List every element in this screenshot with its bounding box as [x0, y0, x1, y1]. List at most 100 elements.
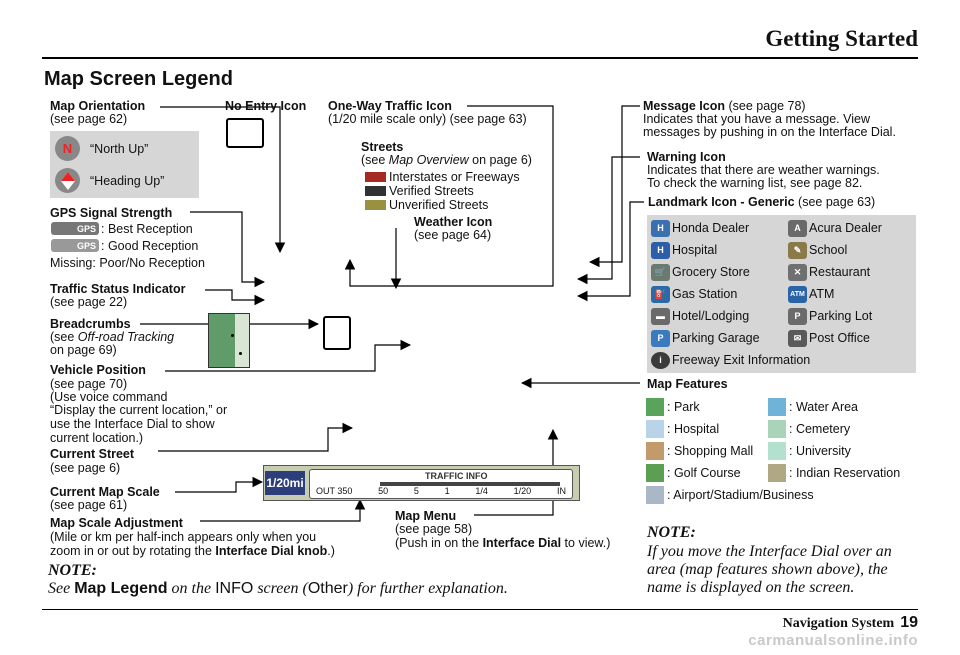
oneway-ref: (1/20 mile scale only) (see page 63) — [328, 112, 527, 126]
weather-ref: (see page 64) — [414, 228, 492, 242]
street-type-item: Interstates or Freeways — [365, 170, 520, 184]
header-title: Getting Started — [765, 26, 918, 51]
landmark-item: ▬Hotel/Lodging — [651, 305, 810, 327]
feature-row: : Hospital : Cemetery — [646, 419, 926, 441]
landmark-title: Landmark Icon - Generic (see page 63) — [648, 195, 876, 209]
feature-swatch — [646, 398, 664, 416]
no-entry-icon — [226, 118, 264, 148]
feature-item: : Cemetery — [768, 419, 850, 439]
street-ref: (see page 6) — [50, 461, 121, 475]
menu-title: Map Menu — [395, 509, 457, 523]
warning-title: Warning Icon — [647, 150, 726, 164]
heading-up-label: “Heading Up” — [90, 174, 165, 188]
landmark-item: ✕Restaurant — [788, 261, 882, 283]
street-swatch — [365, 172, 386, 182]
breadcrumbs-page: on page 69) — [50, 343, 117, 357]
traffic-info-label: TRAFFIC INFO — [425, 471, 488, 481]
landmark-item: ✉Post Office — [788, 327, 882, 349]
hospital-icon: H — [651, 241, 670, 259]
parking-garage-icon: P — [651, 329, 670, 347]
feature-swatch — [646, 486, 664, 504]
heading-up-icon — [55, 168, 80, 193]
feature-swatch — [646, 464, 664, 482]
feature-item: : Golf Course — [646, 463, 768, 483]
feature-item: : Park — [646, 397, 768, 417]
warning-line-1: Indicates that there are weather warning… — [647, 163, 880, 177]
street-swatch — [365, 186, 386, 196]
message-title: Message Icon (see page 78) — [643, 99, 806, 113]
orientation-ref: (see page 62) — [50, 112, 128, 126]
traffic-title: Traffic Status Indicator — [50, 282, 186, 296]
feature-row: : Shopping Mall : University — [646, 441, 926, 463]
current-scale-badge: 1/20mi — [265, 471, 305, 495]
vehicle-title: Vehicle Position — [50, 363, 146, 377]
noentry-title: No Entry Icon — [225, 99, 307, 113]
watermark: carmanualsonline.info — [748, 632, 918, 649]
right-note-line-1: If you move the Interface Dial over an — [647, 543, 892, 560]
header-rule — [42, 57, 918, 59]
features-grid: : Park : Water Area : Hospital : Cemeter… — [646, 397, 926, 507]
landmark-item: 🛒Grocery Store — [651, 261, 810, 283]
orientation-box: N “North Up” “Heading Up” — [50, 131, 199, 198]
scale-ref: (see page 61) — [50, 498, 128, 512]
street-title: Current Street — [50, 447, 135, 461]
scale-track — [380, 482, 560, 486]
weather-title: Weather Icon — [414, 215, 493, 229]
adjust-line-2: zoom in or out by rotating the Interface… — [50, 544, 335, 558]
atm-icon: ATM — [788, 285, 807, 303]
gas-station-icon: ⛽ — [651, 285, 670, 303]
street-swatch — [365, 200, 386, 210]
feature-row: : Airport/Stadium/Business — [646, 485, 926, 507]
north-up-label: “North Up” — [90, 142, 149, 156]
street-type-item: Verified Streets — [365, 184, 520, 198]
adjust-title: Map Scale Adjustment — [50, 516, 183, 530]
feature-item: : Hospital — [646, 419, 768, 439]
menu-line-2: (Push in on the Interface Dial to view.) — [395, 536, 611, 550]
orientation-title: Map Orientation — [50, 99, 146, 113]
feature-item: : Shopping Mall — [646, 441, 768, 461]
feature-swatch — [768, 398, 786, 416]
breadcrumbs-title: Breadcrumbs — [50, 317, 131, 331]
grocery-icon: 🛒 — [651, 263, 670, 281]
vehicle-line-1: (see page 70) — [50, 377, 128, 391]
gps-best-icon: GPS — [51, 222, 99, 235]
left-note-title: NOTE: — [48, 562, 97, 579]
feature-swatch — [768, 464, 786, 482]
breadcrumb-icon — [323, 316, 351, 350]
right-note-line-2: area (map features shown above), the — [647, 561, 888, 578]
features-title: Map Features — [647, 377, 728, 391]
vehicle-line-3: “Display the current location,” or — [50, 403, 228, 417]
right-note-title: NOTE: — [647, 524, 696, 541]
feature-swatch — [768, 420, 786, 438]
school-icon: ✎ — [788, 241, 807, 259]
traffic-ref: (see page 22) — [50, 295, 128, 309]
vehicle-line-5: current location.) — [50, 431, 144, 445]
menu-line-1: (see page 58) — [395, 522, 473, 536]
streets-legend: Interstates or Freeways Verified Streets… — [365, 170, 520, 212]
scale-title: Current Map Scale — [50, 485, 160, 499]
street-type-item: Unverified Streets — [365, 198, 520, 212]
vehicle-line-2: (Use voice command — [50, 390, 168, 404]
breadcrumbs-map-thumbnail — [208, 313, 250, 368]
streets-title: Streets — [361, 140, 404, 154]
gps-good-icon: GPS — [51, 239, 99, 252]
message-line-1: Indicates that you have a message. View — [643, 112, 870, 126]
gps-best-label: : Best Reception — [101, 222, 193, 236]
hotel-icon: ▬ — [651, 307, 670, 325]
feature-item: : Water Area — [768, 397, 858, 417]
feature-item: : Airport/Stadium/Business — [646, 485, 814, 505]
north-up-icon: N — [55, 136, 80, 161]
right-note-line-3: name is displayed on the screen. — [647, 579, 855, 596]
breadcrumbs-ref: (see Off-road Tracking — [50, 330, 175, 344]
feature-swatch — [768, 442, 786, 460]
